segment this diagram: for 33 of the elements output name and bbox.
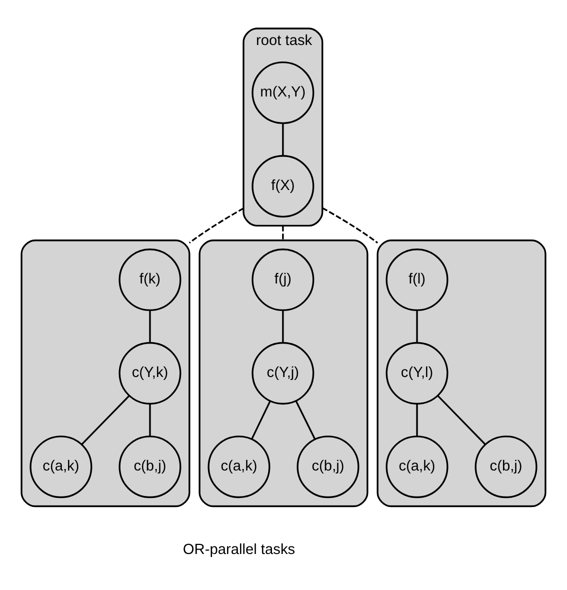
connector (322, 207, 378, 244)
connector (416, 404, 418, 436)
node-circle: f(X) (252, 155, 314, 218)
node-circle: c(b,j) (296, 436, 360, 498)
connector (282, 310, 284, 343)
node-circle: c(b,j) (474, 436, 538, 498)
cluster (20, 240, 190, 508)
node-circle: c(a,k) (386, 436, 448, 498)
label: OR-parallel tasks (182, 542, 296, 558)
node-circle: c(a,k) (208, 436, 270, 498)
connector (295, 400, 316, 440)
node-circle: c(Y,j) (252, 342, 314, 405)
cluster (376, 240, 546, 508)
connector (416, 310, 418, 343)
node-circle: c(b,j) (118, 436, 182, 498)
connector (149, 404, 151, 436)
node-circle: f(l) (386, 248, 448, 312)
node-label: root task (256, 32, 312, 49)
connector (188, 208, 244, 244)
cluster (242, 28, 324, 227)
connector (438, 395, 486, 445)
node-circle: c(Y,k) (118, 342, 182, 405)
node-circle: f(j) (252, 248, 314, 312)
connector (282, 123, 284, 156)
connector (81, 395, 130, 445)
connector (282, 226, 284, 240)
connector (149, 310, 151, 343)
node-circle: m(X,Y) (252, 61, 314, 124)
node-circle: c(a,k) (30, 436, 92, 498)
connector (251, 400, 271, 440)
node-circle: f(k) (118, 248, 182, 312)
node-circle: c(Y,l) (386, 342, 448, 405)
cluster (198, 240, 368, 508)
